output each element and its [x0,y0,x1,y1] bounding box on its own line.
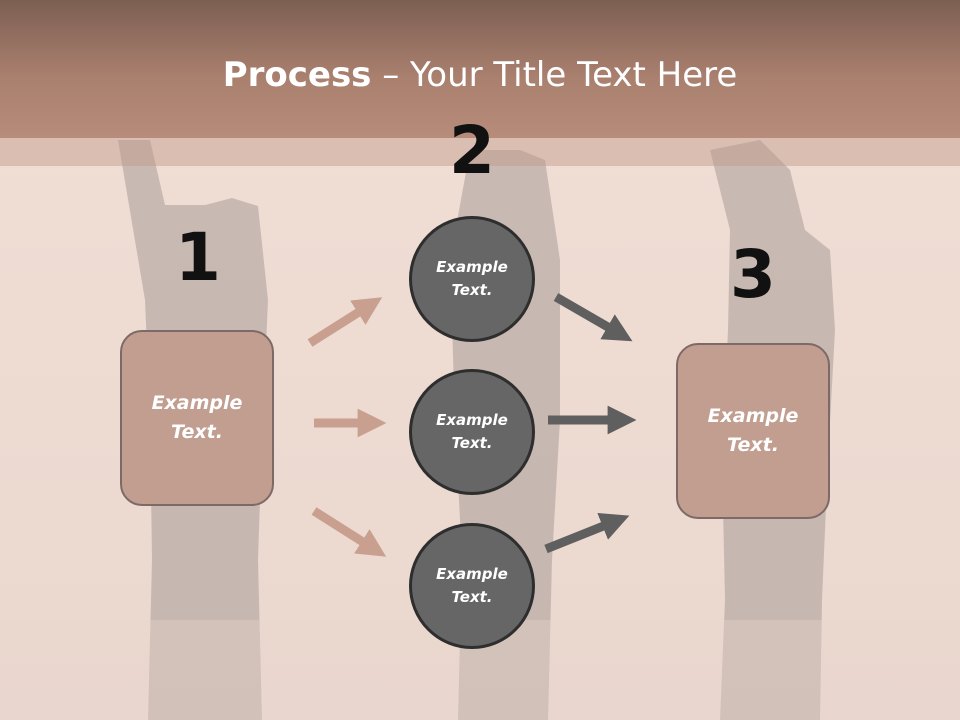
step-2-circle-3: Example Text. [409,523,535,649]
step-number-2: 2 [449,112,495,189]
header-band [0,138,960,166]
step-3-box: Example Text. [676,343,830,519]
step-2-circle-1: Example Text. [409,216,535,342]
step-number-1: 1 [175,219,221,296]
step-2-circle-3-text: Example Text. [436,565,508,606]
step-3-text: Example Text. [707,405,799,456]
step-number-3: 3 [730,236,776,313]
arrow-2a-to-3 [553,293,633,342]
arrow-2c-to-3 [544,512,630,554]
header-bar [0,0,960,138]
title-rest: – Your Title Text Here [371,55,738,95]
step-2-circle-2: Example Text. [409,369,535,495]
title-bold: Process [222,55,372,95]
arrow-1-to-2a [307,297,383,347]
step-1-box: Example Text. [120,330,274,506]
step-2-circle-2-text: Example Text. [436,411,508,452]
page-title: Process – Your Title Text Here [0,52,960,98]
step-2-circle-1-text: Example Text. [436,258,508,299]
arrow-1-to-2c [311,507,387,557]
step-1-text: Example Text. [151,392,243,443]
